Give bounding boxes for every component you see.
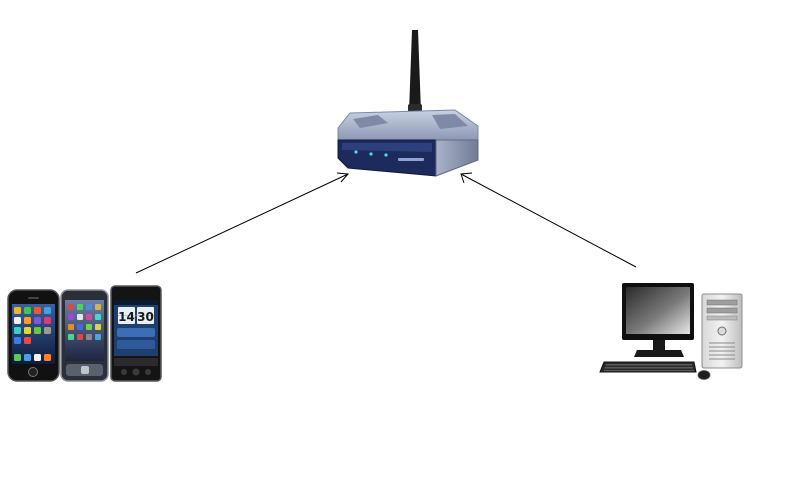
monitor-icon [622,283,694,357]
menu-button-icon [121,369,127,375]
router-antenna-icon [409,30,421,112]
connection-arrows [135,172,637,274]
arrow-phones-to-router [135,172,350,274]
keyboard-icon [599,361,697,373]
computer-tower-icon [701,293,743,369]
clock-minutes: 30 [137,310,154,324]
phone-3-htc: 14 30 [110,285,162,382]
router-side-panel [435,139,479,177]
power-button-icon [717,326,727,336]
app-grid-icon [14,307,51,361]
wireless-router [337,30,479,177]
clock-hours: 14 [118,310,135,324]
back-button-icon [145,369,151,375]
mouse-icon [697,370,711,380]
home-button-icon [28,367,38,377]
mobile-phones: 14 30 [7,285,162,382]
desktop-computer [599,283,743,380]
app-grid-icon [68,304,101,340]
arrow-desktop-to-router [460,172,637,268]
home-button-icon [132,368,140,376]
phone-2-nokia [60,289,109,382]
phone-1-iphone [7,289,60,382]
